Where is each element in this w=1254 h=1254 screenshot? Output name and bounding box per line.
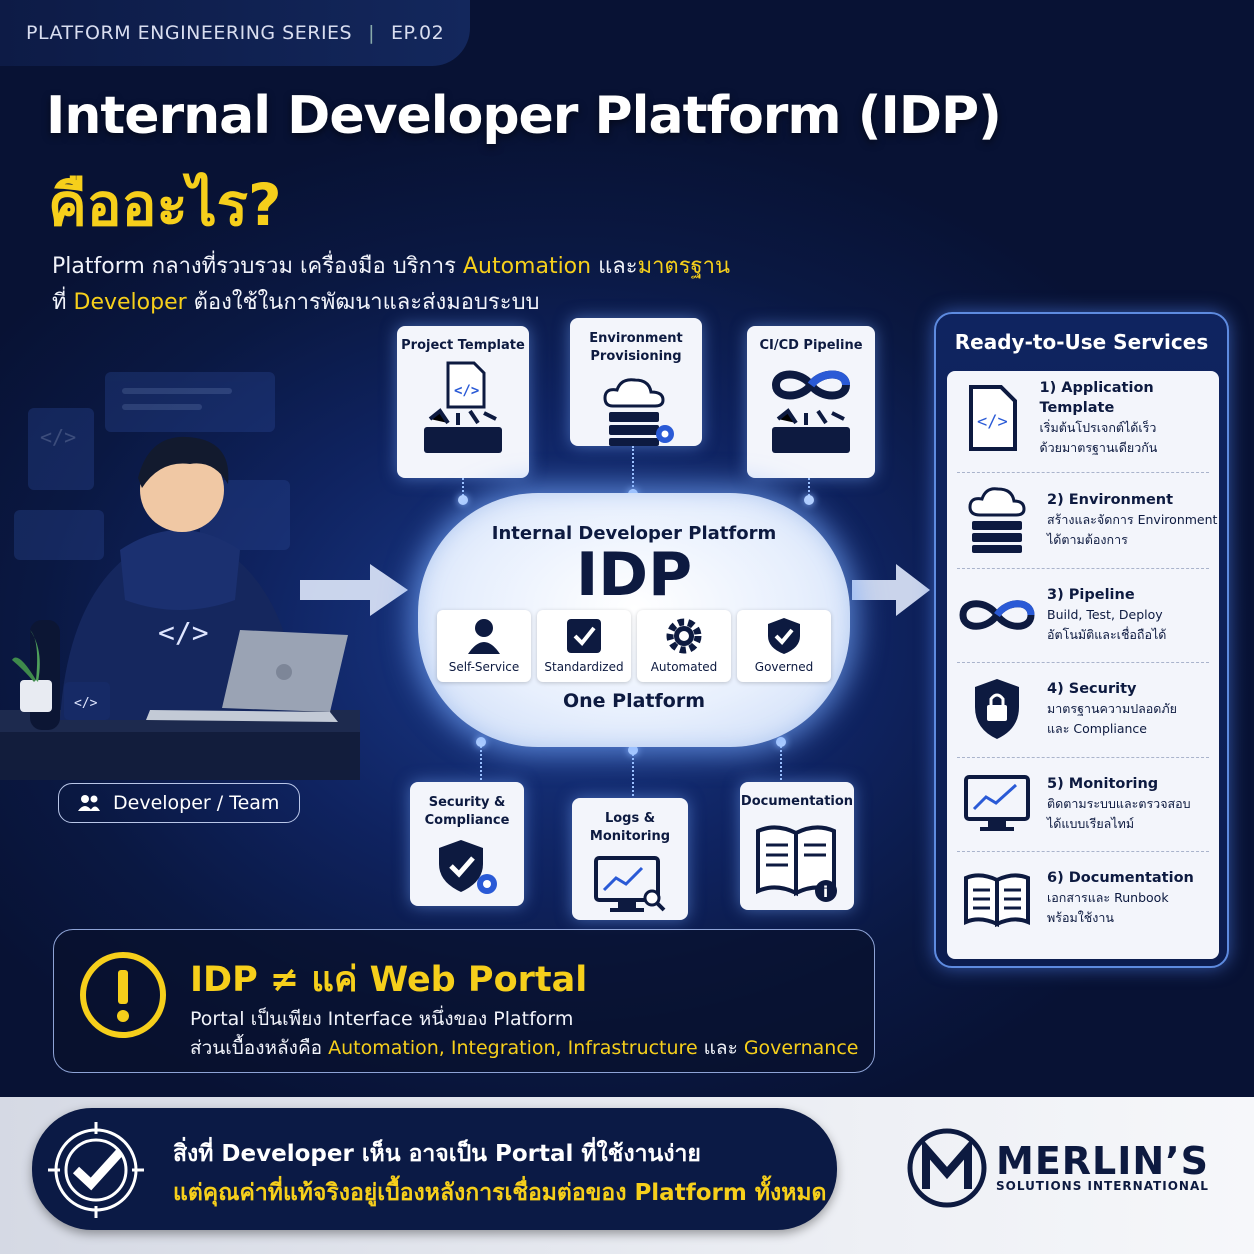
monitor-chart-icon — [964, 775, 1030, 831]
feature-standardized: Standardized — [537, 610, 631, 682]
platform-label: Internal Developer Platform — [491, 523, 777, 544]
series-header: PLATFORM ENGINEERING SERIES | EP.02 — [0, 0, 470, 66]
book-info-icon: i — [756, 825, 837, 902]
shield-gear-icon — [439, 840, 497, 894]
card-logs-monitoring: Logs & Monitoring — [572, 798, 688, 920]
gear-icon — [666, 618, 702, 654]
book-icon — [964, 873, 1030, 928]
infinity-icon — [959, 600, 1035, 630]
feature-governed: Governed — [737, 610, 831, 682]
laptop-icon — [146, 630, 348, 722]
divider — [957, 568, 1209, 569]
arrow-right-icon — [300, 564, 408, 616]
shield-check-icon — [768, 618, 800, 654]
infinity-toolbox-icon — [771, 370, 851, 453]
card-security-compliance: Security & Compliance — [410, 782, 524, 906]
cloud-server-icon — [603, 378, 674, 446]
footer-line-2: แต่คุณค่าที่แท้จริงอยู่เบื้องหลังการเชื่… — [173, 1180, 827, 1206]
connector-dot — [628, 446, 638, 499]
connector-dot — [632, 750, 634, 796]
warning-line-2: ส่วนเบื้องหลังคือ Automation, Integratio… — [190, 1037, 859, 1059]
feature-self-service: Self-Service — [437, 610, 531, 682]
connector-dot — [804, 478, 814, 505]
divider — [957, 662, 1209, 663]
feature-automated: Automated — [637, 610, 731, 682]
svg-text:i: i — [823, 883, 828, 901]
code-file-icon: </> — [969, 385, 1018, 451]
svg-text:</>: </> — [158, 616, 209, 649]
user-icon — [468, 619, 500, 654]
users-icon — [78, 795, 100, 811]
page-title: Internal Developer Platform (IDP) — [46, 86, 1002, 146]
shield-lock-icon — [975, 679, 1019, 739]
card-cicd-pipeline: CI/CD Pipeline — [747, 326, 875, 478]
plant-icon — [12, 630, 52, 712]
episode-label: EP.02 — [391, 22, 445, 44]
code-window-icon: </> — [14, 372, 290, 560]
card-documentation: Documentation i — [740, 782, 854, 910]
monitor-chart-icon — [594, 856, 666, 912]
svg-text:</>: </> — [74, 696, 98, 711]
platform-features: Self-Service Standardized Automated Gove… — [418, 610, 850, 682]
divider — [957, 757, 1209, 758]
merlins-logo-icon — [907, 1128, 987, 1208]
warning-title: IDP ≠ แค่ Web Portal — [190, 960, 588, 1000]
svg-text:</>: </> — [977, 412, 1008, 432]
developer-team-label: Developer / Team — [113, 792, 280, 814]
target-check-icon — [48, 1122, 144, 1218]
company-logo: MERLIN’S SOLUTIONS INTERNATIONAL — [906, 1127, 1209, 1209]
divider — [957, 472, 1209, 473]
svg-text:</>: </> — [454, 383, 479, 399]
card-environment-provisioning: Environment Provisioning — [570, 318, 702, 446]
subtitle-line-1: Platform กลางที่รวบรวม เครื่องมือ บริการ… — [52, 254, 731, 279]
subtitle-line-2: ที่ Developer ต้องใช้ในการพัฒนาและส่งมอบ… — [52, 290, 540, 315]
divider — [957, 851, 1209, 852]
warning-box — [53, 929, 875, 1073]
cloud-server-icon — [968, 487, 1026, 553]
footer-message-pill — [32, 1108, 837, 1230]
warning-line-1: Portal เป็นเพียง Interface หนึ่งของ Plat… — [190, 1008, 574, 1030]
header-separator: | — [368, 22, 376, 44]
svg-text:</>: </> — [40, 425, 76, 449]
idp-core-platform: Internal Developer Platform IDP Self-Ser… — [418, 493, 850, 747]
page-title-question: คืออะไร? — [48, 171, 282, 239]
platform-footer: One Platform — [562, 690, 705, 712]
code-toolbox-icon: </> — [424, 361, 502, 453]
connector-dot — [480, 742, 482, 780]
checkbox-icon — [567, 619, 601, 653]
connector-dot — [780, 742, 782, 780]
logo-name: MERLIN’S — [996, 1139, 1209, 1183]
mug-icon: </> — [64, 682, 110, 720]
services-title: Ready-to-Use Services — [954, 330, 1209, 354]
footer-line-1: สิ่งที่ Developer เห็น อาจเป็น Portal ที… — [173, 1141, 701, 1167]
arrow-right-icon-2 — [852, 564, 930, 616]
connector-dot — [458, 478, 468, 505]
logo-tagline: SOLUTIONS INTERNATIONAL — [996, 1179, 1209, 1193]
series-label: PLATFORM ENGINEERING SERIES — [26, 22, 353, 44]
services-panel: Ready-to-Use Services </> 1) Application… — [934, 312, 1229, 968]
platform-acronym: IDP — [575, 540, 693, 610]
chair-icon — [30, 620, 60, 730]
developer-illustration: </> </> </> — [0, 372, 360, 780]
warning-icon — [80, 952, 166, 1038]
card-project-template: Project Template </> — [397, 326, 529, 478]
developer-team-badge: Developer / Team — [58, 783, 300, 823]
